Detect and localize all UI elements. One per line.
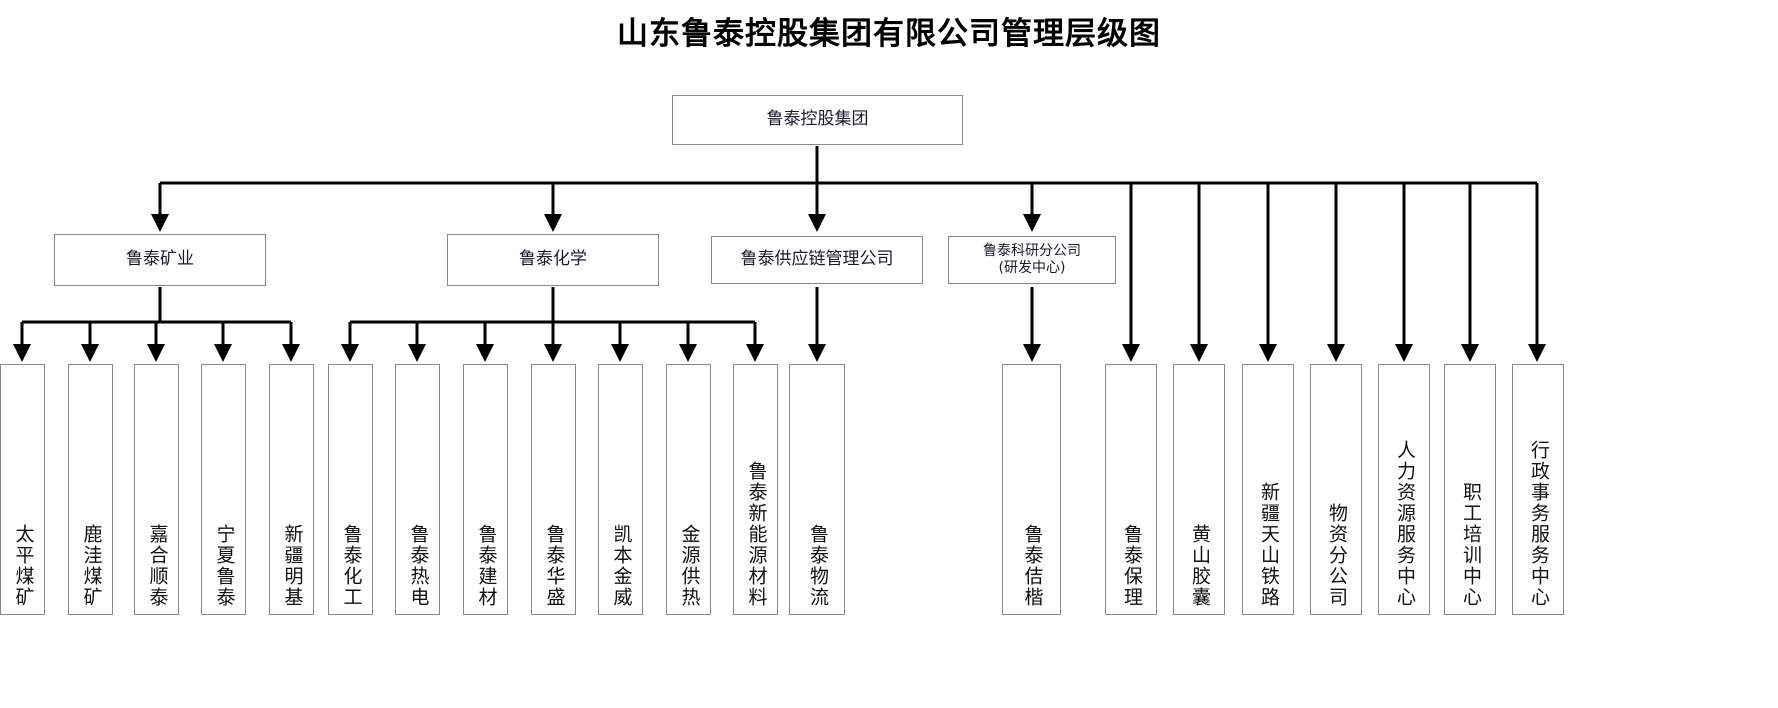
- node-label: 鹿洼煤矿: [80, 524, 103, 608]
- node-leaf-materials-branch[interactable]: 物资分公司: [1310, 364, 1362, 615]
- node-leaf-admin-service-center[interactable]: 行政事务服务中心: [1512, 364, 1564, 615]
- node-leaf-lutai-chemical[interactable]: 鲁泰化工: [328, 364, 373, 615]
- node-leaf-taiping-coal[interactable]: 太平煤矿: [0, 364, 45, 615]
- node-leaf-xinjiang-mingji[interactable]: 新疆明基: [269, 364, 314, 615]
- node-label: 新疆明基: [281, 524, 304, 608]
- node-label: 鲁泰控股集团: [766, 109, 869, 130]
- node-label: 鲁泰建材: [475, 524, 498, 608]
- node-leaf-jiaheshuntai[interactable]: 嘉合顺泰: [134, 364, 179, 615]
- node-label: 行政事务服务中心: [1527, 440, 1550, 608]
- node-division-chemical[interactable]: 鲁泰化学: [447, 234, 659, 286]
- node-label: 新疆天山铁路: [1257, 482, 1280, 608]
- node-label: 嘉合顺泰: [146, 524, 169, 608]
- node-leaf-lutai-thermal-power[interactable]: 鲁泰热电: [395, 364, 440, 615]
- node-leaf-hr-service-center[interactable]: 人力资源服务中心: [1378, 364, 1430, 615]
- node-division-supply-chain[interactable]: 鲁泰供应链管理公司: [711, 236, 923, 284]
- node-label: 鲁泰科研分公司 (研发中心): [983, 243, 1081, 276]
- node-root[interactable]: 鲁泰控股集团: [672, 95, 963, 145]
- node-label: 黄山胶囊: [1188, 524, 1211, 608]
- node-leaf-kaiben-jinwei[interactable]: 凯本金威: [598, 364, 643, 615]
- node-label: 宁夏鲁泰: [213, 524, 236, 608]
- node-leaf-lutai-huasheng[interactable]: 鲁泰华盛: [531, 364, 576, 615]
- node-leaf-lutai-logistics[interactable]: 鲁泰物流: [789, 364, 845, 615]
- node-label: 太平煤矿: [12, 524, 35, 608]
- node-label: 鲁泰供应链管理公司: [740, 249, 894, 270]
- node-leaf-huangshan-capsule[interactable]: 黄山胶囊: [1173, 364, 1225, 615]
- node-label: 金源供热: [678, 524, 701, 608]
- node-leaf-lutai-jikai[interactable]: 鲁泰佶楷: [1002, 364, 1061, 615]
- node-label: 鲁泰新能源材料: [745, 461, 768, 608]
- node-leaf-jinyuan-heating[interactable]: 金源供热: [666, 364, 711, 615]
- node-label: 凯本金威: [610, 524, 633, 608]
- node-label: 鲁泰化工: [340, 524, 363, 608]
- node-division-mining[interactable]: 鲁泰矿业: [54, 234, 266, 286]
- node-label: 职工培训中心: [1459, 482, 1482, 608]
- node-leaf-ningxia-lutai[interactable]: 宁夏鲁泰: [201, 364, 246, 615]
- node-label: 鲁泰物流: [806, 524, 829, 608]
- node-leaf-lutai-factoring[interactable]: 鲁泰保理: [1105, 364, 1157, 615]
- node-label: 人力资源服务中心: [1393, 440, 1416, 608]
- node-leaf-staff-training-center[interactable]: 职工培训中心: [1444, 364, 1496, 615]
- page-title: 山东鲁泰控股集团有限公司管理层级图: [617, 16, 1161, 52]
- node-leaf-luwa-coal[interactable]: 鹿洼煤矿: [68, 364, 113, 615]
- node-label: 鲁泰热电: [407, 524, 430, 608]
- node-division-research[interactable]: 鲁泰科研分公司 (研发中心): [948, 236, 1116, 284]
- node-leaf-lutai-building-materials[interactable]: 鲁泰建材: [463, 364, 508, 615]
- node-leaf-lutai-new-energy-materials[interactable]: 鲁泰新能源材料: [733, 364, 778, 615]
- node-leaf-xinjiang-tianshan-railway[interactable]: 新疆天山铁路: [1242, 364, 1294, 615]
- node-label: 物资分公司: [1325, 503, 1348, 608]
- node-label: 鲁泰华盛: [543, 524, 566, 608]
- node-label: 鲁泰矿业: [126, 249, 194, 270]
- node-label: 鲁泰化学: [519, 249, 587, 270]
- node-label: 鲁泰保理: [1120, 524, 1143, 608]
- node-label: 鲁泰佶楷: [1021, 524, 1044, 608]
